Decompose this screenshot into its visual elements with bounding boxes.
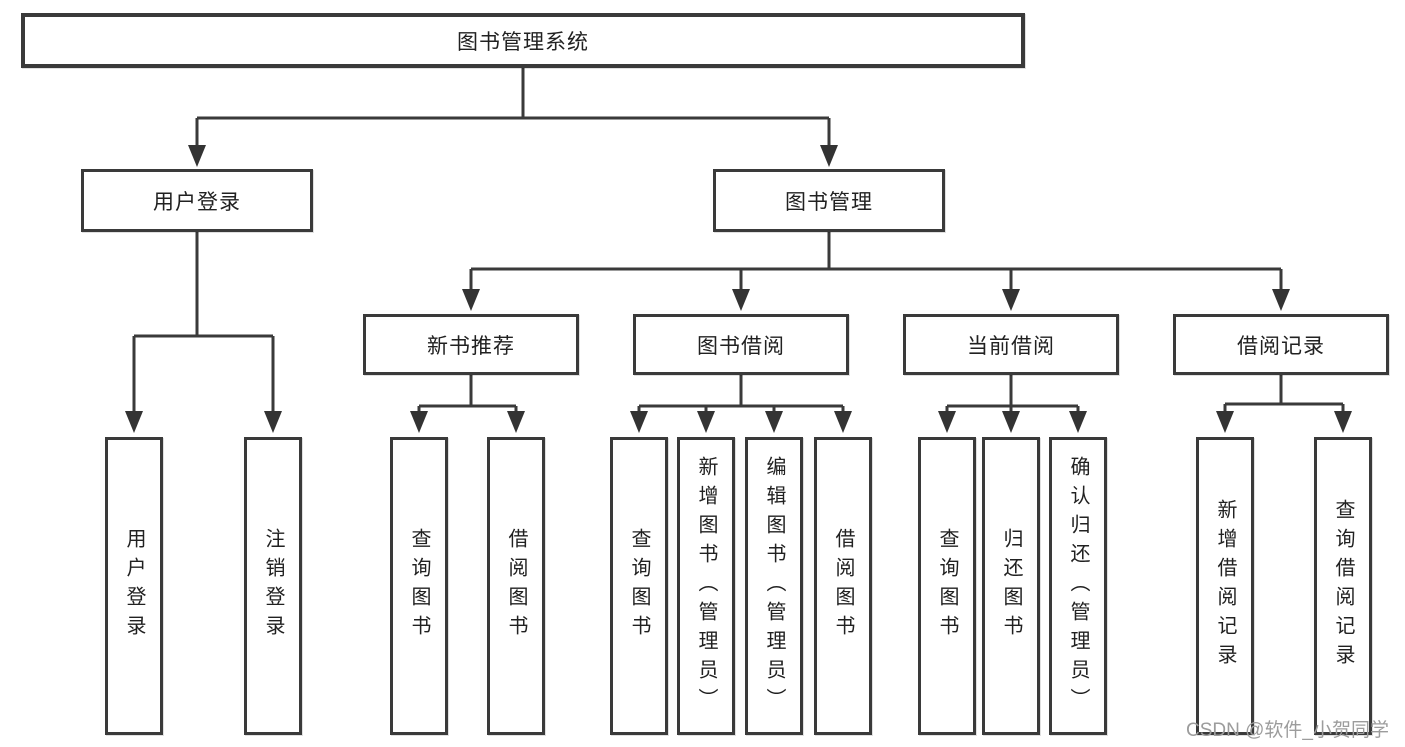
csdn-watermark: CSDN @软件_小贺同学 <box>1186 720 1389 741</box>
connector-recommend-to-leaves <box>410 375 525 433</box>
leaf-add-book-admin: 新增图书（管理员） <box>677 437 735 735</box>
leaf-logout: 注销登录 <box>244 437 302 735</box>
connector-borrow-to-leaves <box>630 375 852 433</box>
connector-record-to-leaves <box>1216 375 1352 433</box>
leaf-recommend-query-books: 查询图书 <box>390 437 448 735</box>
connector-current-to-leaves <box>938 375 1087 433</box>
leaf-query-borrow-record: 查询借阅记录 <box>1314 437 1372 735</box>
leaf-current-query-books: 查询图书 <box>918 437 976 735</box>
connector-manage-to-level3 <box>462 232 1290 311</box>
leaf-confirm-return-admin: 确认归还（管理员） <box>1049 437 1107 735</box>
leaf-edit-book-admin: 编辑图书（管理员） <box>745 437 803 735</box>
node-borrow-record: 借阅记录 <box>1173 314 1389 375</box>
leaf-recommend-borrow-books: 借阅图书 <box>487 437 545 735</box>
node-book-manage: 图书管理 <box>713 169 945 232</box>
leaf-borrow-query-books: 查询图书 <box>610 437 668 735</box>
node-new-book-recommend: 新书推荐 <box>363 314 579 375</box>
node-user-login: 用户登录 <box>81 169 313 232</box>
node-current-borrow: 当前借阅 <box>903 314 1119 375</box>
leaf-user-login: 用户登录 <box>105 437 163 735</box>
leaf-return-books: 归还图书 <box>982 437 1040 735</box>
node-book-borrow: 图书借阅 <box>633 314 849 375</box>
connector-login-to-leaves <box>125 232 282 433</box>
connector-root-to-level2 <box>188 68 838 167</box>
node-root-system: 图书管理系统 <box>21 13 1025 68</box>
leaf-add-borrow-record: 新增借阅记录 <box>1196 437 1254 735</box>
leaf-borrow-books: 借阅图书 <box>814 437 872 735</box>
